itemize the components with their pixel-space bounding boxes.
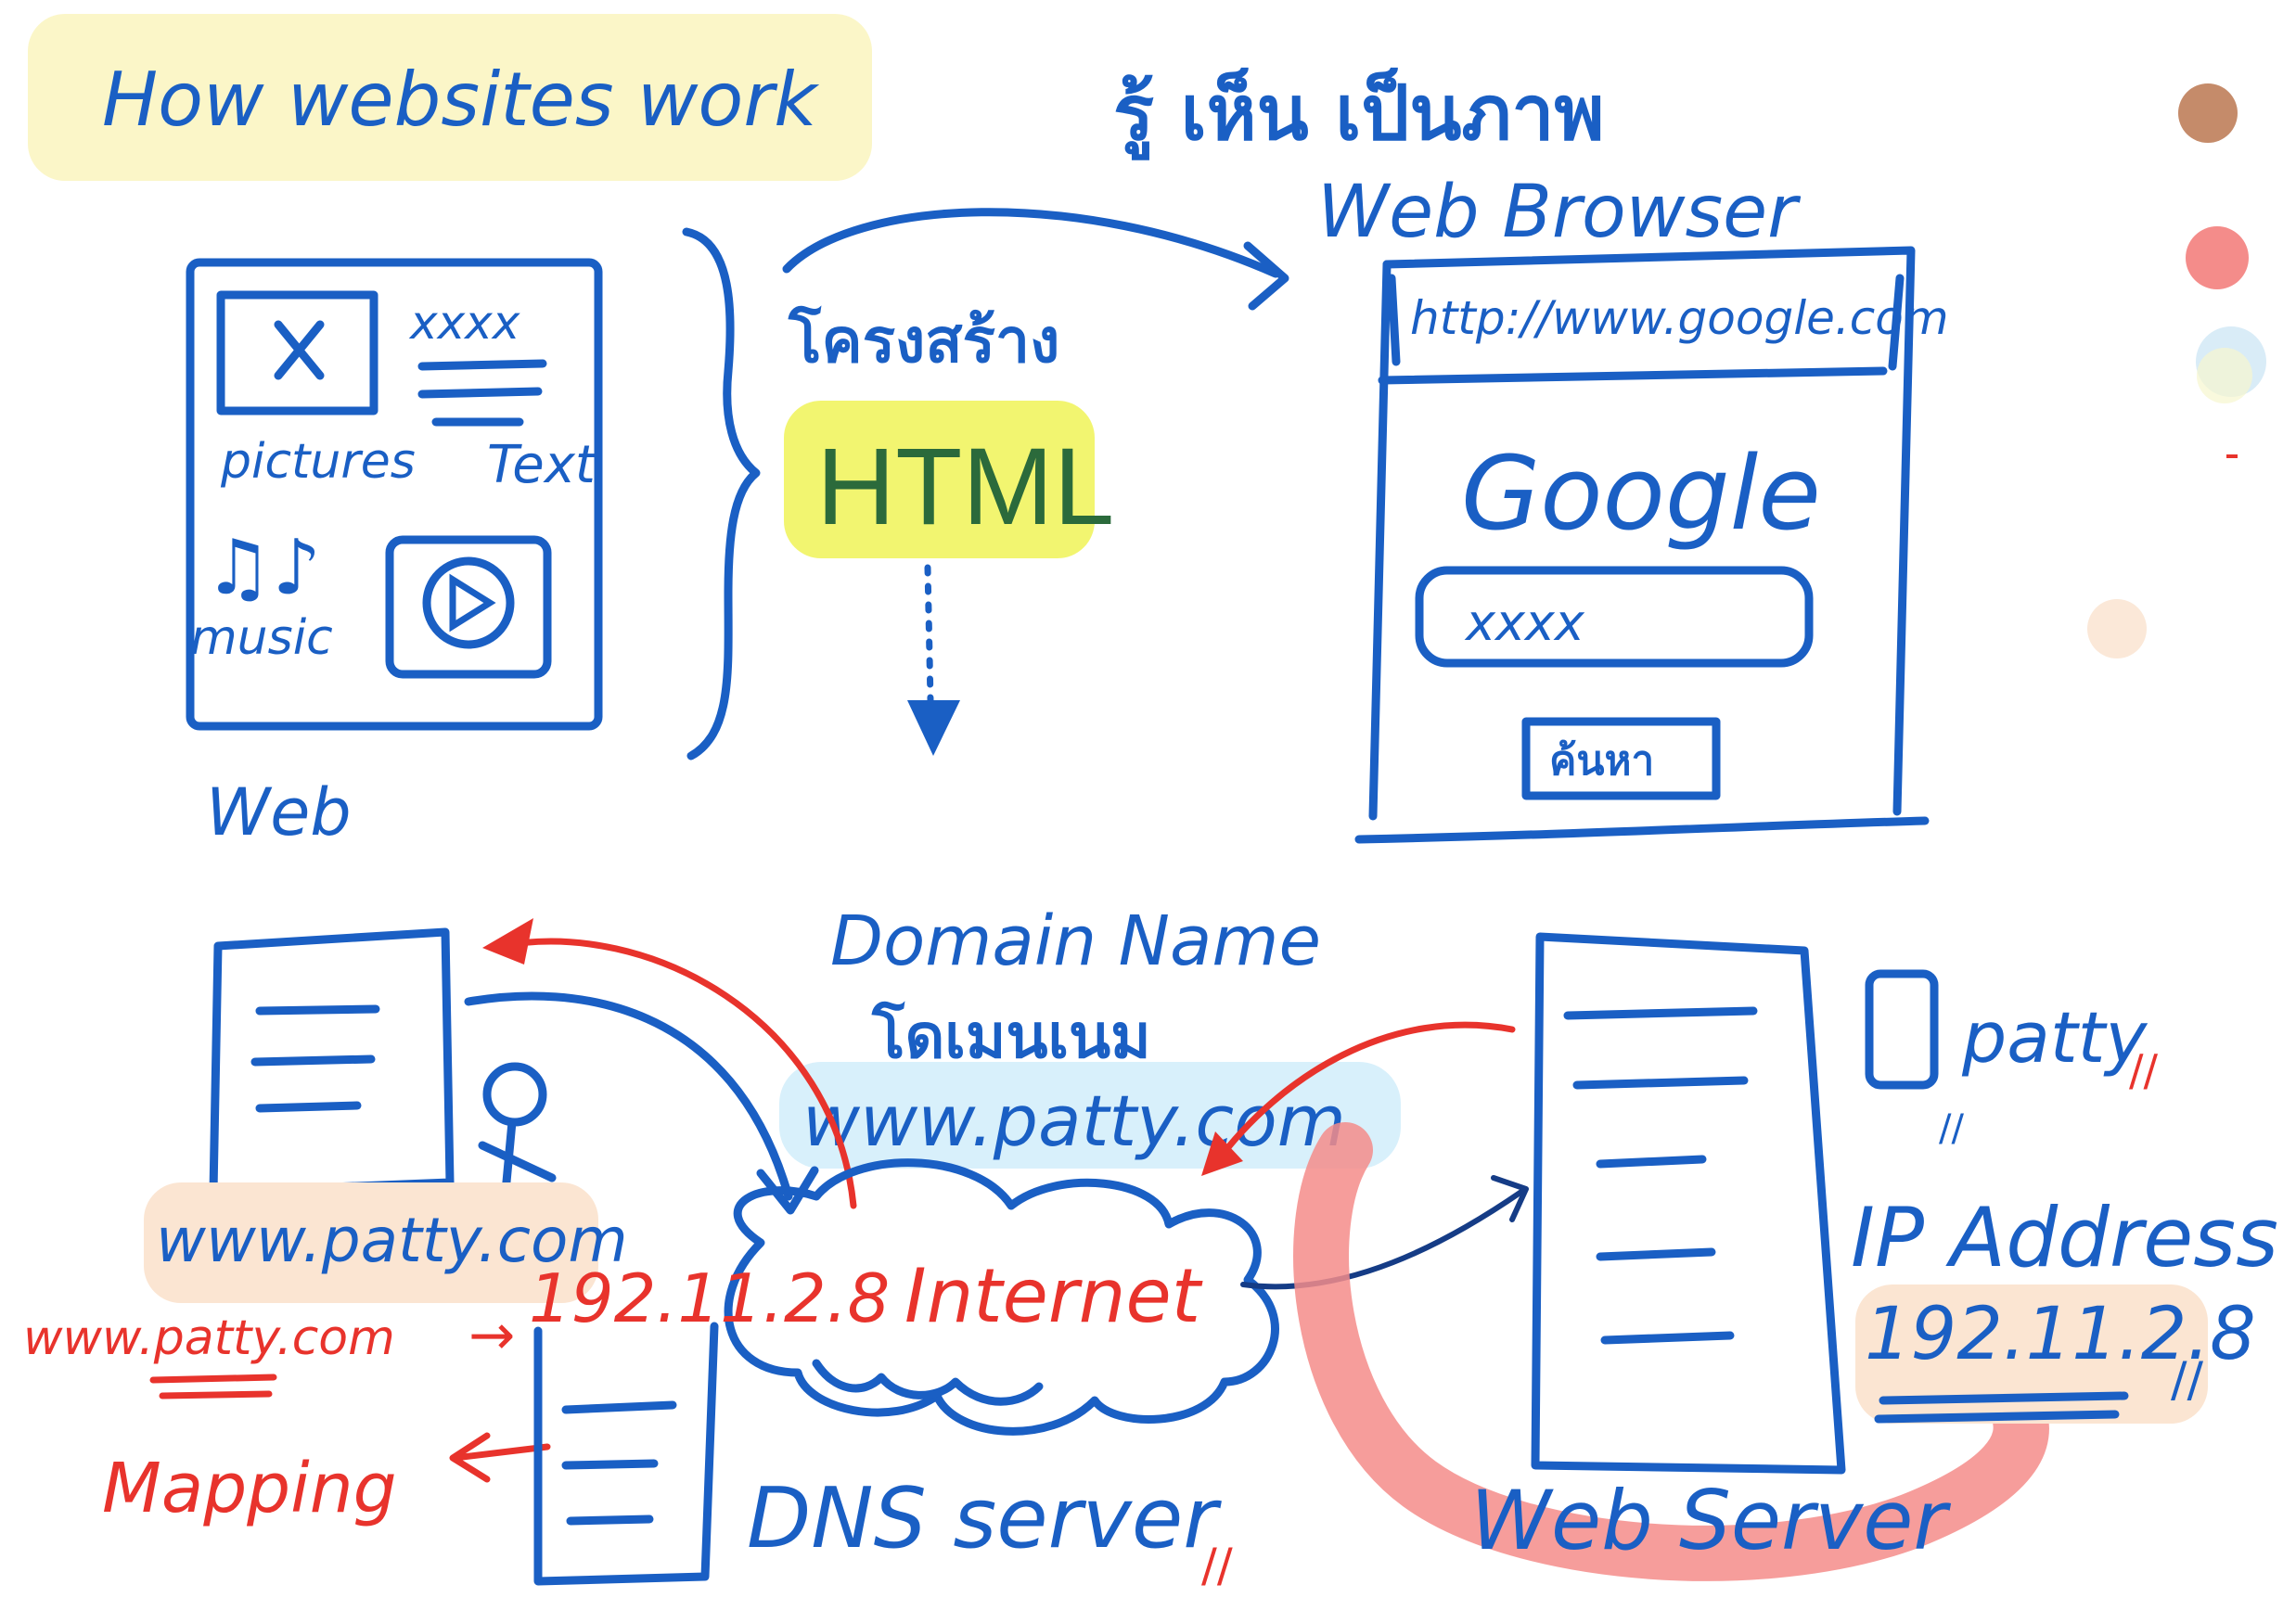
structure-thai-label: โครงสร้าง xyxy=(788,304,1059,377)
mapping-arrow-to-label xyxy=(451,1443,551,1462)
html-label: HTML xyxy=(816,426,1114,548)
web-page-sketch: pictures xxxx Text ♫♪ music xyxy=(186,258,603,731)
video-frame xyxy=(385,535,552,679)
browser-search-box[interactable] xyxy=(1415,566,1814,668)
palette-dot-salmon[interactable] xyxy=(2186,226,2249,289)
browser-button-label: ค้นหา xyxy=(1549,737,1654,785)
mapping-underline xyxy=(149,1374,277,1384)
dns-server-label: DNS server xyxy=(747,1470,1222,1567)
music-label: music xyxy=(190,610,333,666)
html-to-browser-arrow xyxy=(782,208,1280,278)
internet-to-server-arrow xyxy=(1240,1189,1524,1290)
palette-dot-yellow[interactable] xyxy=(2197,348,2252,403)
web-browser-heading: Web Browser xyxy=(1317,171,1802,254)
ip-address-highlight xyxy=(1855,1284,2208,1424)
client-url-label: www.patty.com xyxy=(156,1205,628,1276)
red-arrow-head-center xyxy=(1201,1131,1243,1176)
ip-address-value: 192.11.2.8 xyxy=(1865,1293,2256,1376)
palette-dot-peach[interactable] xyxy=(2087,599,2147,658)
web-server-label: Web Server xyxy=(1470,1473,1951,1568)
domain-name-heading: Domain Name xyxy=(830,901,1321,981)
html-highlight xyxy=(784,401,1095,558)
dns-tick-marks: // xyxy=(1201,1539,1233,1592)
domain-value: www.patty.com xyxy=(802,1080,1346,1162)
internet-label: Internet xyxy=(904,1253,1203,1339)
web-label: Web xyxy=(206,774,352,850)
diagram-title: How websites work xyxy=(102,57,819,143)
text-scribble: xxxx xyxy=(408,296,520,350)
dotted-arrow-head xyxy=(907,700,960,756)
client-document xyxy=(209,927,455,1196)
internet-to-client-arrow xyxy=(497,938,857,1209)
patty-tick-blue: // xyxy=(1939,1107,1964,1150)
web-server-tower xyxy=(1531,932,1846,1475)
mapping-label: Mapping xyxy=(102,1449,397,1528)
text-label: Text xyxy=(487,435,597,495)
title-highlight xyxy=(28,14,872,181)
patty-folder-icon xyxy=(1865,969,1939,1090)
browser-url[interactable]: http://www.google.com xyxy=(1410,291,1949,345)
client-to-internet-arrow xyxy=(464,991,793,1201)
browser-search-text: xxxx xyxy=(1464,594,1585,652)
google-logo: Google xyxy=(1461,434,1821,553)
internet-cloud xyxy=(724,1158,1279,1436)
grouping-brace xyxy=(682,227,761,760)
thai-heading: รู้ เห็น เป็นภาพ xyxy=(1113,67,1605,160)
ip-address-heading: IP Address xyxy=(1851,1190,2278,1285)
server-to-internet-arrow xyxy=(1212,1021,1516,1168)
mapping-ip: 192.11.2.8 xyxy=(529,1259,890,1337)
browser-window xyxy=(1354,246,1930,844)
browser-search-button[interactable] xyxy=(1521,717,1721,800)
domain-highlight xyxy=(779,1062,1401,1169)
dotted-arrow-line xyxy=(924,564,934,704)
red-arrow-head-left xyxy=(482,918,533,965)
music-note-icon: ♫♪ xyxy=(204,524,321,612)
patty-label: patty xyxy=(1961,996,2148,1079)
picture-frame xyxy=(216,290,378,415)
ip-underline-1 xyxy=(1879,1391,2129,1405)
dns-server-document xyxy=(533,1322,719,1586)
play-icon xyxy=(449,573,496,633)
mapping-arrow: → xyxy=(468,1303,515,1368)
domain-thai-label: โดเมนเนม xyxy=(871,1000,1151,1072)
ip-underline-2 xyxy=(1874,1410,2120,1424)
ip-tick-marks: // xyxy=(2171,1352,2204,1408)
patty-tick-red: // xyxy=(2129,1045,2158,1095)
data-return-loop xyxy=(1293,1122,2049,1581)
mapping-source: www.patty.com xyxy=(23,1310,395,1366)
palette-dot-brown[interactable] xyxy=(2178,83,2238,143)
client-url-highlight xyxy=(144,1182,598,1303)
pictures-label: pictures xyxy=(220,434,416,490)
